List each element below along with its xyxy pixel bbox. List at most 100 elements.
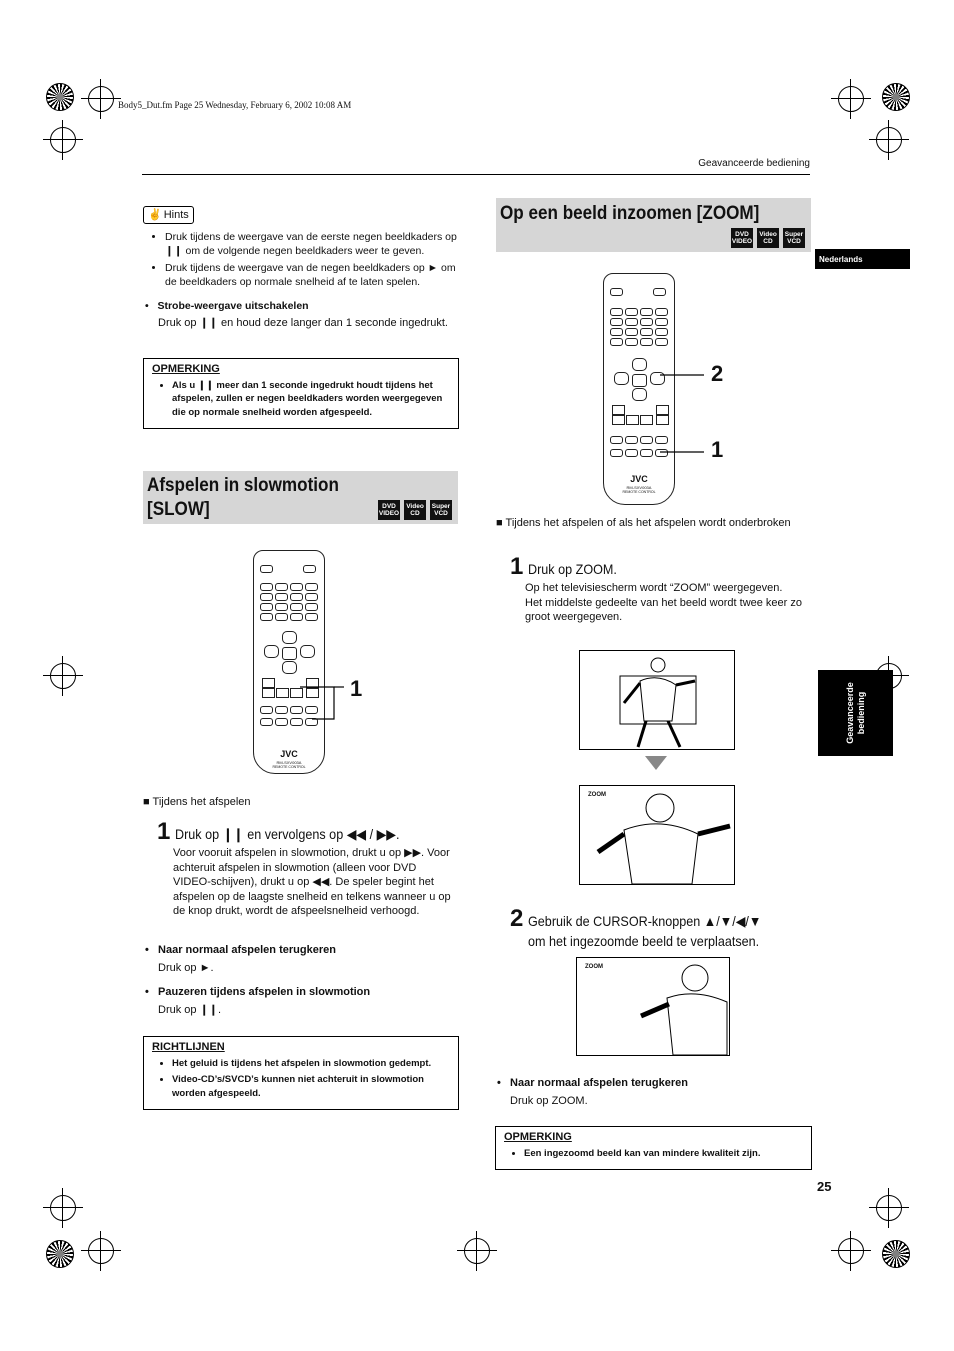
callout-lines (300, 686, 344, 720)
zoom-step-2: 2 Gebruik de CURSOR-knoppen ▲/▼/◀/▼ om h… (510, 905, 810, 951)
slow-context: ■ Tijdens het afspelen (143, 796, 251, 808)
crosshair-mark (831, 1231, 871, 1271)
crosshair-mark (457, 1231, 497, 1271)
note-title: OPMERKING (152, 363, 220, 375)
slow-title-line2: [SLOW] (147, 499, 210, 520)
pitcher-illustration-moved (640, 964, 728, 1055)
callout-lines (660, 374, 704, 453)
arrow-down-icon (645, 756, 667, 770)
note-item: Als u ❙❙ meer dan 1 seconde ingedrukt ho… (172, 379, 450, 420)
slow-pause-text: Druk op ❙❙. (158, 1003, 222, 1016)
guidelines-box: RICHTLIJNEN Het geluid is tijdens het af… (143, 1036, 459, 1110)
hints-section: ✌ Hints Druk tijdens de weergave van de … (143, 206, 458, 330)
step-text: Druk op ❙❙ en vervolgens op ◀◀ / ▶▶. (175, 826, 400, 842)
zoom-title: Op een beeld inzoomen [ZOOM] (500, 203, 760, 224)
slow-title: Afspelen in slowmotion [SLOW] (147, 474, 339, 522)
remote-brand: JVC (280, 749, 298, 759)
slow-step-1-body: Voor vooruit afspelen in slowmotion, dru… (173, 847, 451, 917)
crosshair-mark (43, 656, 83, 696)
registration-mark (46, 1240, 74, 1268)
crosshair-mark (43, 120, 83, 160)
slow-normal-heading: Naar normaal afspelen terugkeren (158, 944, 336, 956)
crosshair-mark (81, 79, 121, 119)
guidelines-title: RICHTLIJNEN (152, 1041, 225, 1053)
hints-badge-label: Hints (163, 209, 189, 221)
slow-step-1: 1 Druk op ❙❙ en vervolgens op ◀◀ / ▶▶. (157, 818, 462, 846)
crosshair-mark (831, 79, 871, 119)
hint-item: Druk tijdens de weergave van de negen be… (165, 261, 458, 289)
pitcher-illustration-zoomed (596, 793, 731, 884)
file-info: Body5_Dut.fm Page 25 Wednesday, February… (118, 100, 352, 110)
baseball-image-zoomed: ZOOM (579, 785, 735, 885)
zoom-context: ■ Tijdens het afspelen of als het afspel… (496, 517, 791, 529)
section-header: Geavanceerde bediening (698, 158, 810, 169)
hints-badge: ✌ Hints (143, 206, 194, 224)
remote-model: RM-SXV003A (626, 485, 652, 490)
zoom-step-1-line1: Op het televisiescherm wordt “ZOOM” weer… (525, 582, 783, 594)
zoom-step-1: 1 Druk op ZOOM. (510, 553, 627, 581)
step-number: 2 (510, 905, 524, 932)
step-number: 1 (510, 553, 524, 580)
zoom-osd-label: ZOOM (588, 792, 606, 798)
slow-title-line1: Afspelen in slowmotion (147, 475, 339, 496)
remote-brand: JVC (630, 474, 648, 484)
remote-caption: REMOTE CONTROL (622, 490, 656, 494)
zoom-normal: • Naar normaal afspelen terugkeren Druk … (497, 1076, 797, 1108)
strobe-text: Druk op ❙❙ en houd deze langer dan 1 sec… (158, 317, 448, 329)
note-box: OPMERKING Als u ❙❙ meer dan 1 seconde in… (143, 358, 459, 429)
zoom-step-1-line2: Het middelste gedeelte van het beeld wor… (525, 596, 802, 624)
baseball-image-moved: ZOOM (576, 957, 730, 1056)
slow-pause: • Pauzeren tijdens afspelen in slowmotio… (145, 985, 445, 1017)
crosshair-mark (869, 1188, 909, 1228)
registration-mark (882, 1240, 910, 1268)
remote-caption: REMOTE CONTROL (272, 765, 306, 769)
callout-1: 1 (711, 437, 724, 462)
callout-1: 1 (350, 676, 363, 701)
crosshair-mark (869, 120, 909, 160)
hint-item: Druk tijdens de weergave van de eerste n… (165, 230, 458, 258)
zoom-normal-heading: Naar normaal afspelen terugkeren (510, 1077, 688, 1089)
slow-normal-text: Druk op ►. (158, 961, 214, 974)
section-side-tab-label: Geavanceerde bediening (844, 682, 866, 744)
crosshair-mark (43, 1188, 83, 1228)
note-title: OPMERKING (504, 1131, 572, 1143)
step-text: Gebruik de CURSOR-knoppen ▲/▼/◀/▼ om het… (528, 913, 762, 949)
remote-control-illustration: JVC RM-SXV003A REMOTE CONTROL (603, 273, 675, 505)
slow-pause-heading: Pauzeren tijdens afspelen in slowmotion (158, 986, 371, 998)
note-item: Een ingezoomd beeld kan van mindere kwal… (524, 1147, 803, 1161)
section-side-tab: Geavanceerde bediening (818, 670, 893, 756)
language-tab: Nederlands (815, 249, 910, 269)
header-rule (142, 174, 810, 175)
page-number: 25 (817, 1179, 832, 1194)
guideline-item: Video-CD’s/SVCD’s kunnen niet achteruit … (172, 1073, 450, 1100)
language-tab-label: Nederlands (819, 254, 863, 264)
callout-2: 2 (711, 361, 724, 386)
step-number: 1 (157, 818, 171, 845)
crosshair-mark (81, 1231, 121, 1271)
strobe-heading-text: Strobe-weergave uitschakelen (157, 300, 309, 312)
zoom-step-1-body: Op het televisiescherm wordt “ZOOM” weer… (525, 581, 805, 625)
zoom-osd-label: ZOOM (585, 964, 603, 970)
guideline-item: Het geluid is tijdens het afspelen in sl… (172, 1057, 450, 1071)
slow-normal: • Naar normaal afspelen terugkeren Druk … (145, 943, 445, 975)
baseball-image-normal (579, 650, 735, 750)
note-box: OPMERKING Een ingezoomd beeld kan van mi… (495, 1126, 812, 1170)
zoom-normal-text: Druk op ZOOM. (510, 1094, 588, 1107)
step-text: Druk op ZOOM. (528, 561, 618, 577)
strobe-heading: • Strobe-weergave uitschakelen (145, 300, 309, 312)
pitcher-illustration (619, 657, 697, 748)
remote-model: RM-SXV003A (276, 760, 302, 765)
hand-icon: ✌ (148, 209, 162, 221)
remote-control-illustration: JVC RM-SXV003A REMOTE CONTROL (253, 550, 325, 774)
registration-mark (46, 83, 74, 111)
registration-mark (882, 83, 910, 111)
